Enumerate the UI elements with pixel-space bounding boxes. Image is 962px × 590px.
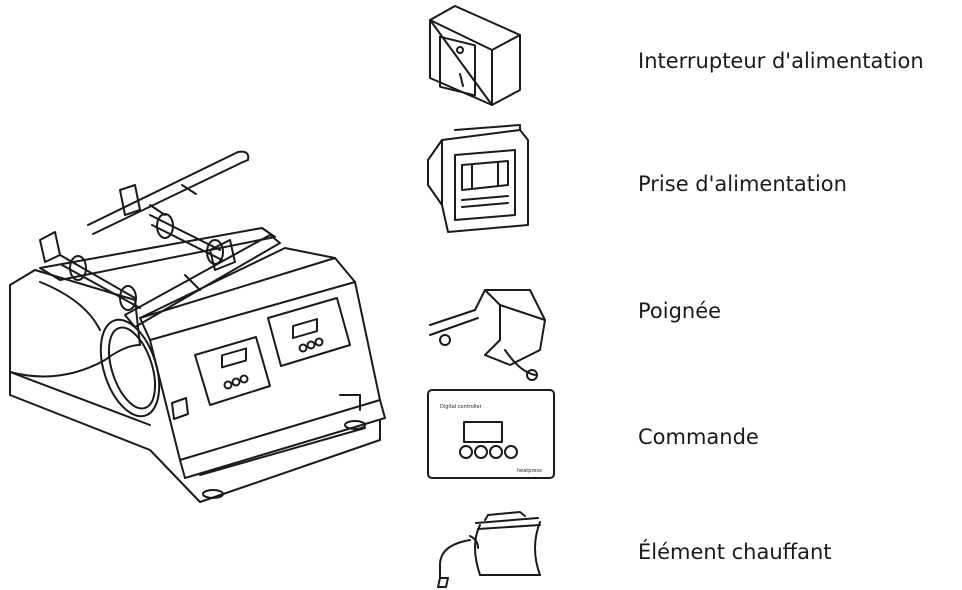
label-power-socket: Prise d'alimentation xyxy=(638,172,847,196)
controller-title-text: Digital controller xyxy=(440,404,483,410)
label-power-switch: Interrupteur d'alimentation xyxy=(638,49,924,73)
label-heating-element: Élément chauffant xyxy=(638,540,832,564)
controller-icon: Digital controller heatpress xyxy=(427,389,555,479)
label-handle: Poignée xyxy=(638,299,722,323)
heating-element-icon xyxy=(437,511,541,588)
controller-brand-text: heatpress xyxy=(517,468,542,474)
power-switch-icon xyxy=(429,5,521,106)
power-socket-icon xyxy=(427,124,529,233)
handle-icon xyxy=(429,289,546,381)
label-controller: Commande xyxy=(638,425,759,449)
mug-press-machine-illustration xyxy=(9,150,386,503)
